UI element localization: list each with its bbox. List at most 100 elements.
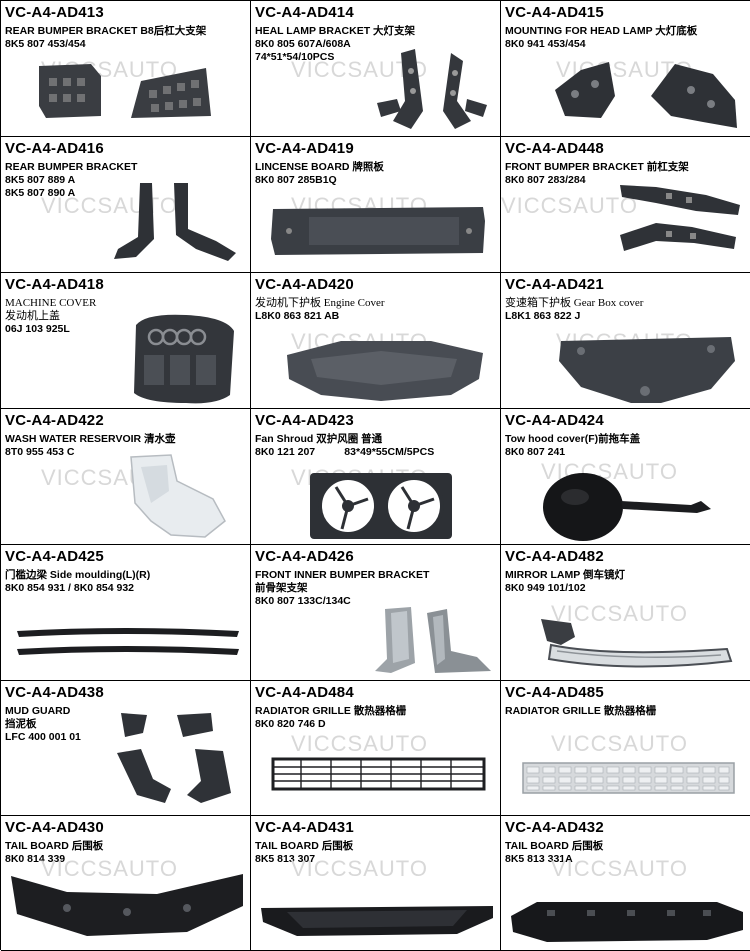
part-line: WASH WATER RESERVOIR 清水壶 [5,433,176,445]
part-cell-ad426[interactable]: VC-A4-AD426 FRONT INNER BUMPER BRACKET 前… [251,545,501,681]
part-line: REAR BUMPER BRACKET B8后杠大支架 [5,25,207,37]
part-cell-ad414[interactable]: VC-A4-AD414 HEAL LAMP BRACKET 大灯支架 8K0 8… [251,1,501,137]
watermark: VICCSAUTO [551,731,688,756]
part-line: 变速箱下护板 Gear Box cover [505,297,644,309]
part-line: LINCENSE BOARD 牌照板 [255,161,384,173]
part-line: 挡泥板 [5,718,37,730]
part-code: VC-A4-AD430 [5,819,104,836]
tow-hook-cover-image [543,473,711,541]
part-line: 8K0 807 133C/134C [255,595,351,607]
part-cell-ad431[interactable]: VC-A4-AD431 TAIL BOARD 后围板 8K5 813 307 V… [251,816,501,951]
part-line: 8K5 807 453/454 [5,38,86,50]
part-cell-ad425[interactable]: VC-A4-AD425 门槛边梁 Side moulding(L)(R) 8K0… [1,545,251,681]
part-line: 发动机上盖 [5,310,60,322]
part-line: MUD GUARD [5,705,71,717]
fan-shroud-image [310,473,452,539]
part-code: VC-A4-AD414 [255,4,354,21]
part-line: HEAL LAMP BRACKET 大灯支架 [255,25,416,37]
part-code: VC-A4-AD485 [505,684,604,701]
part-code: VC-A4-AD423 [255,412,354,429]
part-details: 发动机下护板 Engine Cover L8K0 863 821 AB [255,297,498,323]
part-line: MACHINE COVER [5,297,97,309]
part-code: VC-A4-AD415 [505,4,604,21]
part-cell-ad485[interactable]: VC-A4-AD485 RADIATOR GRILLE 散热器格栅 VICCSA… [501,681,750,816]
part-cell-ad416[interactable]: VC-A4-AD416 REAR BUMPER BRACKET 8K5 807 … [1,137,251,273]
part-line: TAIL BOARD 后围板 [505,840,604,852]
part-cell-ad423[interactable]: VC-A4-AD423 Fan Shroud 双护风圈 普通 8K0 121 2… [251,409,501,545]
part-details: MUD GUARD 挡泥板 LFC 400 001 01 [5,705,248,744]
part-code: VC-A4-AD482 [505,548,604,565]
part-details: MOUNTING FOR HEAD LAMP 大灯底板 8K0 941 453/… [505,25,748,51]
part-details: LINCENSE BOARD 牌照板 8K0 807 285B1Q [255,161,498,187]
part-cell-ad418[interactable]: VC-A4-AD418 MACHINE COVER 发动机上盖 06J 103 … [1,273,251,409]
part-line: TAIL BOARD 后围板 [255,840,354,852]
part-code: VC-A4-AD448 [505,140,604,157]
part-code: VC-A4-AD413 [5,4,104,21]
part-line: RADIATOR GRILLE 散热器格栅 [505,705,657,717]
part-cell-ad430[interactable]: VC-A4-AD430 TAIL BOARD 后围板 8K0 814 339 V… [1,816,251,951]
rear-bumper-bracket-image [39,64,211,118]
part-code: VC-A4-AD438 [5,684,104,701]
part-line: L8K1 863 822 J [505,310,581,322]
part-details: RADIATOR GRILLE 散热器格栅 8K0 820 746 D [255,705,498,731]
part-line: Tow hood cover(F)前拖车盖 [505,433,641,445]
part-cell-ad413[interactable]: VC-A4-AD413 REAR BUMPER BRACKET B8后杠大支架 … [1,1,251,137]
part-line: 门槛边梁 Side moulding(L)(R) [5,569,151,581]
part-details: RADIATOR GRILLE 散热器格栅 [505,705,748,718]
part-cell-ad419[interactable]: VC-A4-AD419 LINCENSE BOARD 牌照板 8K0 807 2… [251,137,501,273]
part-details: 门槛边梁 Side moulding(L)(R) 8K0 854 931 / 8… [5,569,248,595]
part-details: HEAL LAMP BRACKET 大灯支架 8K0 805 607A/608A… [255,25,498,64]
part-cell-ad482[interactable]: VC-A4-AD482 MIRROR LAMP 倒车镜灯 8K0 949 101… [501,545,750,681]
part-line: 发动机下护板 Engine Cover [255,297,385,309]
part-details: REAR BUMPER BRACKET B8后杠大支架 8K5 807 453/… [5,25,248,51]
part-line: 8K5 807 890 A [5,187,76,199]
part-line: 8K0 807 241 [505,446,566,458]
part-line: TAIL BOARD 后围板 [5,840,104,852]
tail-board-ad432-image [511,902,743,942]
part-code: VC-A4-AD419 [255,140,354,157]
part-cell-ad432[interactable]: VC-A4-AD432 TAIL BOARD 后围板 8K5 813 331A … [501,816,750,951]
head-lamp-bracket-image [377,49,487,129]
part-details: 变速箱下护板 Gear Box cover L8K1 863 822 J [505,297,748,323]
part-line: Fan Shroud 双护风圈 普通 [255,433,383,445]
part-line: 8K0 121 207 83*49*55CM/5PCS [255,446,435,458]
part-cell-ad484[interactable]: VC-A4-AD484 RADIATOR GRILLE 散热器格栅 8K0 82… [251,681,501,816]
part-cell-ad420[interactable]: VC-A4-AD420 发动机下护板 Engine Cover L8K0 863… [251,273,501,409]
engine-under-cover-image [287,341,483,401]
part-line: MOUNTING FOR HEAD LAMP 大灯底板 [505,25,698,37]
part-details: FRONT BUMPER BRACKET 前杠支架 8K0 807 283/28… [505,161,748,187]
part-code: VC-A4-AD421 [505,276,604,293]
part-cell-ad415[interactable]: VC-A4-AD415 MOUNTING FOR HEAD LAMP 大灯底板 … [501,1,750,137]
part-cell-ad448[interactable]: VC-A4-AD448 FRONT BUMPER BRACKET 前杠支架 8K… [501,137,750,273]
part-line: 8K0 941 453/454 [505,38,586,50]
side-moulding-image [17,628,239,655]
front-bumper-bracket-image [620,185,740,251]
tail-board-ad430-image [11,874,243,936]
mirror-lamp-image [541,619,733,668]
part-cell-ad438[interactable]: VC-A4-AD438 MUD GUARD 挡泥板 LFC 400 001 01 [1,681,251,816]
part-line: REAR BUMPER BRACKET [5,161,138,173]
washer-reservoir-image [130,454,226,538]
part-code: VC-A4-AD425 [5,548,104,565]
part-details: MIRROR LAMP 倒车镜灯 8K0 949 101/102 [505,569,748,595]
part-line: 8K0 807 283/284 [505,174,586,186]
gear-box-cover-image [559,337,735,403]
part-code: VC-A4-AD426 [255,548,354,565]
part-line: 8K0 854 931 / 8K0 854 932 [5,582,135,594]
watermark: VICCSAUTO [291,731,428,756]
part-line: LFC 400 001 01 [5,731,81,743]
part-code: VC-A4-AD416 [5,140,104,157]
part-details: TAIL BOARD 后围板 8K5 813 331A [505,840,748,866]
part-code: VC-A4-AD424 [505,412,604,429]
license-board-image [271,207,485,255]
part-line: 8K0 949 101/102 [505,582,586,594]
part-line: MIRROR LAMP 倒车镜灯 [505,569,625,581]
part-code: VC-A4-AD420 [255,276,354,293]
part-cell-ad424[interactable]: VC-A4-AD424 Tow hood cover(F)前拖车盖 8K0 80… [501,409,750,545]
part-cell-ad421[interactable]: VC-A4-AD421 变速箱下护板 Gear Box cover L8K1 8… [501,273,750,409]
part-line: 8K5 813 307 [255,853,316,865]
rear-bumper-bracket-pair-image [114,183,236,261]
part-line: FRONT INNER BUMPER BRACKET [255,569,430,581]
part-cell-ad422[interactable]: VC-A4-AD422 WASH WATER RESERVOIR 清水壶 8T0… [1,409,251,545]
